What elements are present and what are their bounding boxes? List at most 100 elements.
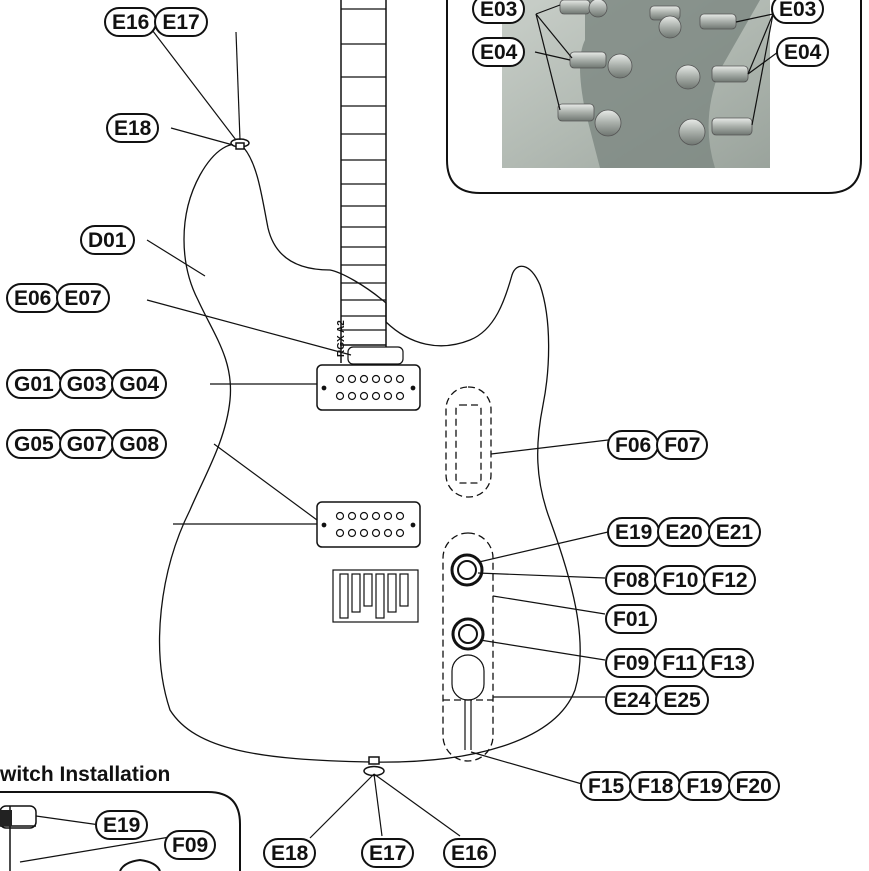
part-code-e18: E18 <box>263 838 317 868</box>
part-code-e16: E16 <box>104 7 158 37</box>
label-e04-left: E04 <box>472 37 526 67</box>
neck-pickup <box>316 364 421 411</box>
label-e19-inset: E19 <box>95 810 149 840</box>
bridge-saddle <box>375 573 385 619</box>
part-code-g07: G07 <box>58 429 115 459</box>
part-code-e17: E17 <box>361 838 415 868</box>
label-f09-inset: F09 <box>164 830 217 860</box>
part-code-g01: G01 <box>6 369 62 399</box>
part-code-f20: F20 <box>727 771 780 801</box>
part-code-f10: F10 <box>654 565 707 595</box>
label-e04-right: E04 <box>776 37 830 67</box>
switch-installation-inset <box>0 791 241 871</box>
neck <box>340 0 387 363</box>
strap-button-bottom <box>363 756 385 777</box>
output-jack-channel <box>451 654 485 750</box>
part-code-g03: G03 <box>58 369 115 399</box>
part-code-f12: F12 <box>703 565 756 595</box>
pole-piece <box>335 511 345 521</box>
part-code-g08: G08 <box>111 429 168 459</box>
guitar-body-outline <box>158 143 581 763</box>
pole-piece <box>383 374 393 384</box>
tone-knob <box>451 617 485 651</box>
bridge-saddle <box>339 573 349 619</box>
part-code-e19: E19 <box>607 517 661 547</box>
bridge-saddle <box>351 573 361 613</box>
part-code-e16: E16 <box>443 838 497 868</box>
leader-lines <box>145 21 609 839</box>
part-code-f09: F09 <box>164 830 217 860</box>
part-code-e18: E18 <box>106 113 160 143</box>
tuning-pegs <box>557 0 753 146</box>
part-code-e17: E17 <box>154 7 208 37</box>
mounting-screw <box>410 385 416 391</box>
bridge-saddle <box>399 573 409 607</box>
pole-piece <box>395 391 405 401</box>
part-code-e19: E19 <box>95 810 149 840</box>
pole-piece <box>335 391 345 401</box>
mounting-screw <box>321 522 327 528</box>
label-f01: F01 <box>605 604 658 634</box>
pole-piece <box>347 391 357 401</box>
part-code-e20: E20 <box>657 517 711 547</box>
mounting-screw <box>321 385 327 391</box>
pole-piece <box>383 391 393 401</box>
mounting-screw <box>410 522 416 528</box>
pole-piece <box>359 511 369 521</box>
pole-piece <box>347 374 357 384</box>
label-e03-left: E03 <box>472 0 526 24</box>
pole-piece <box>335 528 345 538</box>
label-e17-bottom: E17 <box>361 838 415 868</box>
part-code-f01: F01 <box>605 604 658 634</box>
part-code-e03: E03 <box>472 0 526 24</box>
part-code-f18: F18 <box>629 771 682 801</box>
bridge-saddle <box>363 573 373 607</box>
part-code-g04: G04 <box>111 369 168 399</box>
part-code-e07: E07 <box>56 283 110 313</box>
switch-installation-title: witch Installation <box>0 763 171 786</box>
bridge <box>332 569 419 623</box>
pole-piece <box>371 511 381 521</box>
pole-piece <box>371 374 381 384</box>
pole-piece <box>359 374 369 384</box>
pole-piece <box>335 374 345 384</box>
volume-knob <box>450 553 484 587</box>
pole-piece <box>371 528 381 538</box>
neck-model-text: RGX A2 <box>336 320 347 357</box>
pole-piece <box>371 391 381 401</box>
part-code-f07: F07 <box>656 430 709 460</box>
pole-piece <box>395 528 405 538</box>
headstock-shape <box>580 0 760 168</box>
pole-piece <box>359 391 369 401</box>
strap-button-top <box>230 138 250 150</box>
label-e18-bottom: E18 <box>263 838 317 868</box>
pole-piece <box>395 374 405 384</box>
label-d01: D01 <box>80 225 135 255</box>
part-code-e04: E04 <box>472 37 526 67</box>
pole-piece <box>383 511 393 521</box>
bridge-pickup <box>316 501 421 548</box>
label-e18-top: E18 <box>106 113 160 143</box>
neck-heel <box>347 346 404 365</box>
part-code-f15: F15 <box>580 771 633 801</box>
pole-piece <box>383 528 393 538</box>
part-code-e06: E06 <box>6 283 60 313</box>
part-code-f13: F13 <box>702 648 755 678</box>
part-code-f08: F08 <box>605 565 658 595</box>
part-code-f11: F11 <box>654 648 706 678</box>
part-code-e04: E04 <box>776 37 830 67</box>
label-e16-bottom: E16 <box>443 838 497 868</box>
part-code-f06: F06 <box>607 430 660 460</box>
part-code-g05: G05 <box>6 429 62 459</box>
headstock-inset <box>446 0 862 194</box>
part-code-d01: D01 <box>80 225 135 255</box>
